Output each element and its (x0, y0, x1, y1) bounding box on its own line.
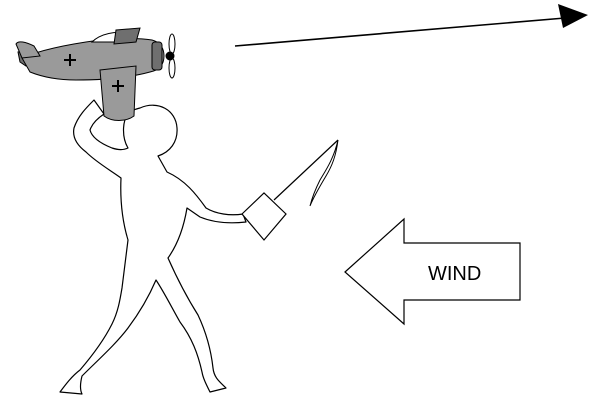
flight-direction-arrow (235, 4, 588, 46)
ribbon (310, 140, 338, 206)
pilot-silhouette (60, 100, 246, 394)
arrow-right-icon (558, 4, 588, 28)
radio-transmitter-icon (242, 140, 338, 240)
wind-label: WIND (428, 263, 481, 285)
wind-arrow: WIND (345, 219, 520, 324)
